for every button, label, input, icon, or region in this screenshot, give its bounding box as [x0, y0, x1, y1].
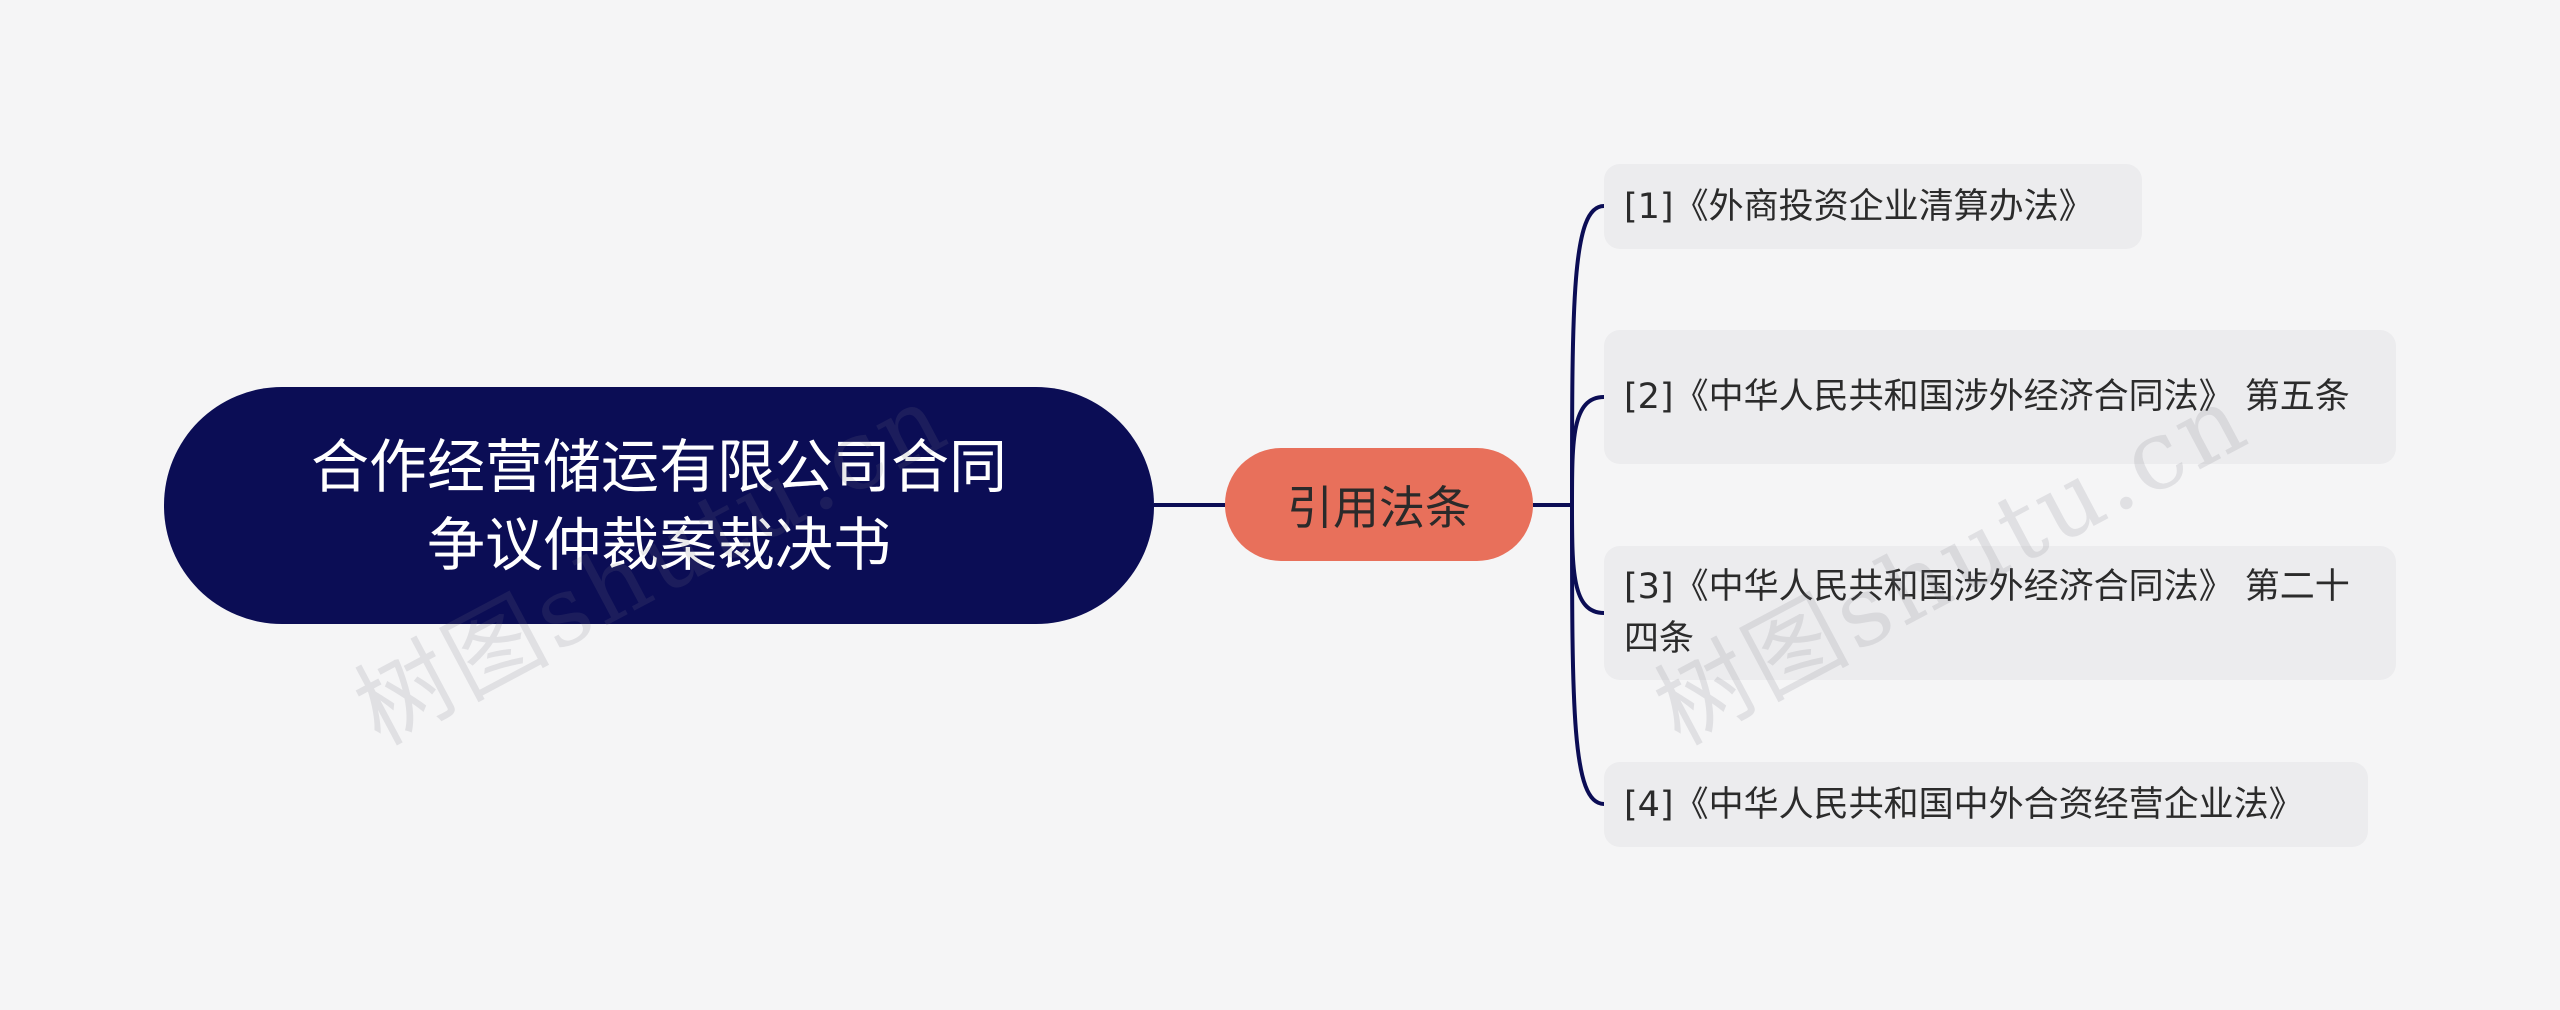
branch-topic-label: 引用法条 [1287, 480, 1471, 535]
root-topic[interactable]: 合作经营储运有限公司合同争议仲裁案裁决书 [164, 387, 1154, 624]
leaf-connector [1570, 504, 1605, 615]
leaf-topic[interactable]: [3]《中华人民共和国涉外经济合同法》 第二十四条 [1604, 546, 2396, 680]
leaf-topic-label: [4]《中华人民共和国中外合资经营企业法》 [1624, 784, 2304, 825]
leaf-connector [1570, 204, 1605, 506]
leaf-connector [1570, 395, 1605, 506]
leaf-topic[interactable]: [1]《外商投资企业清算办法》 [1604, 164, 2142, 249]
leaf-connector [1570, 504, 1605, 806]
leaf-topic[interactable]: [4]《中华人民共和国中外合资经营企业法》 [1604, 762, 2368, 847]
leaf-topic[interactable]: [2]《中华人民共和国涉外经济合同法》 第五条 [1604, 330, 2396, 464]
leaf-topic-label: [2]《中华人民共和国涉外经济合同法》 第五条 [1624, 377, 2350, 417]
root-topic-label: 合作经营储运有限公司合同争议仲裁案裁决书 [310, 432, 1007, 579]
leaf-topic-label: [3]《中华人民共和国涉外经济合同法》 第二十四条 [1624, 567, 2350, 659]
leaf-topic-label: [1]《外商投资企业清算办法》 [1624, 186, 2094, 227]
branch-topic-cited-laws[interactable]: 引用法条 [1225, 448, 1533, 561]
